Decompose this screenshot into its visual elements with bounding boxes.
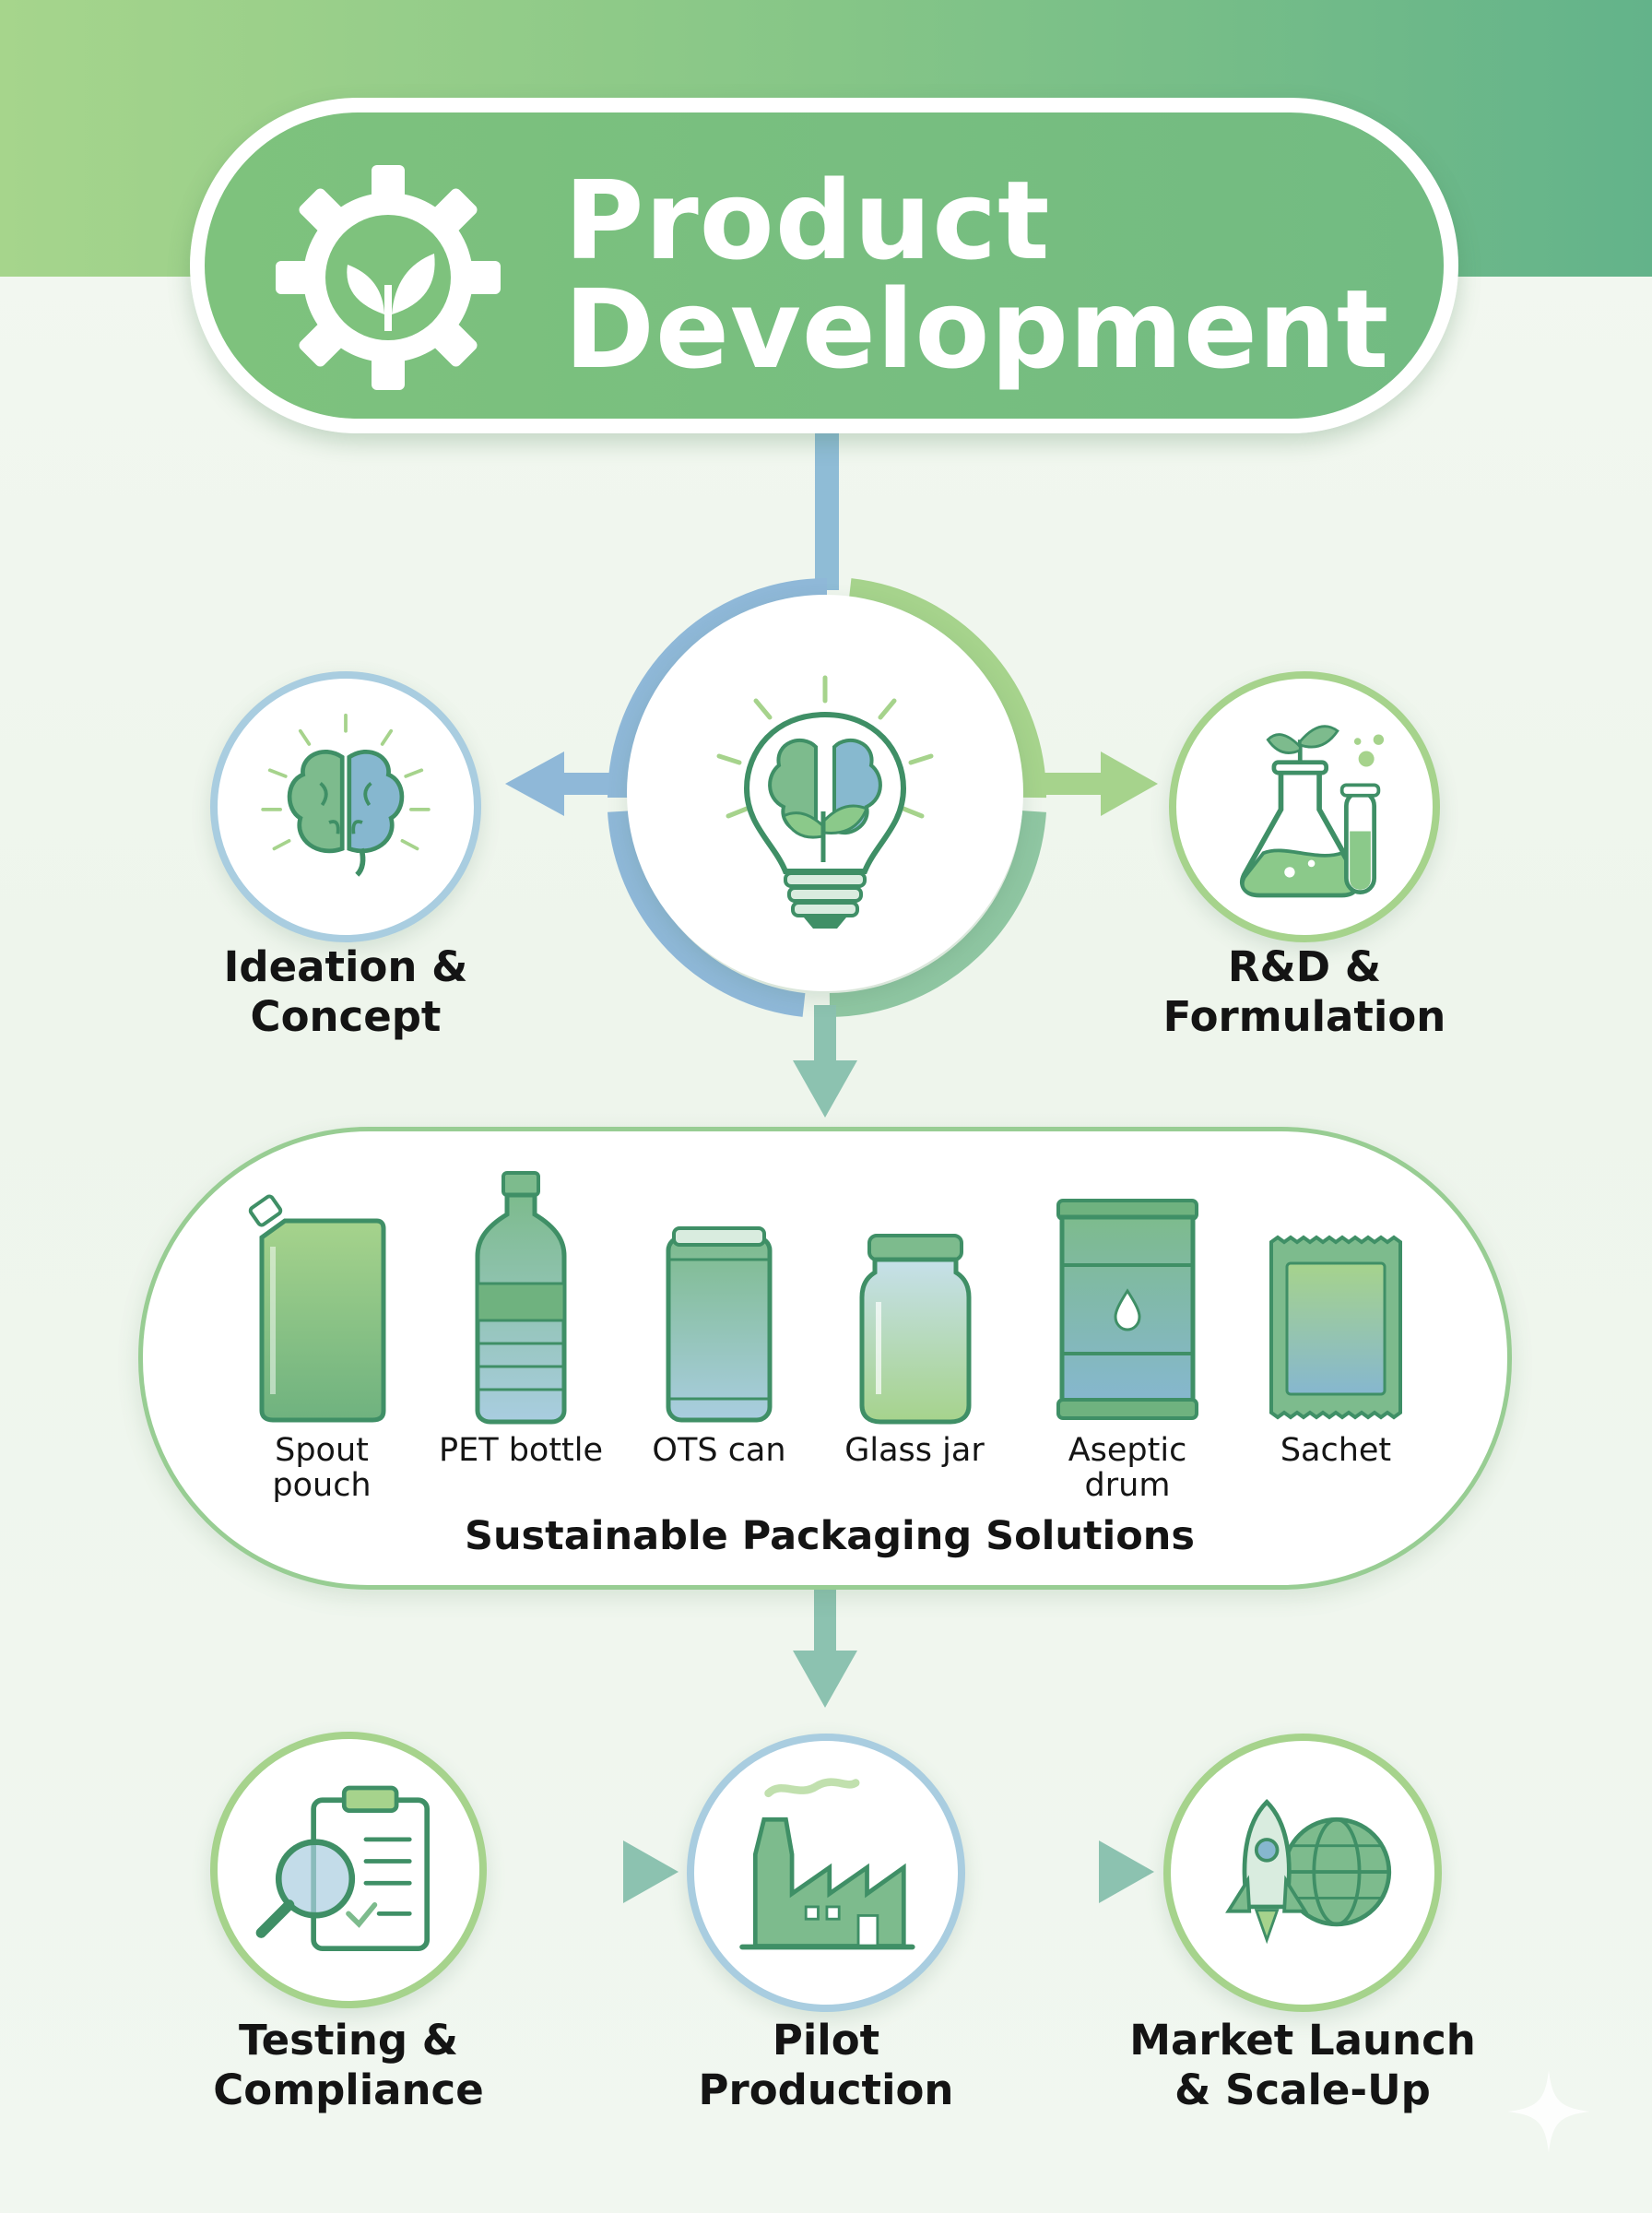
arrow-to-rnd bbox=[1101, 751, 1158, 816]
testing-line-2: Compliance bbox=[213, 2065, 484, 2114]
arrow-pilot-to-launch bbox=[1099, 1840, 1154, 1903]
pack-item-spout-pouch: Spout pouch bbox=[225, 1164, 419, 1523]
pack-label-line: Sachet bbox=[1280, 1432, 1392, 1469]
pack-item-pet-bottle: PET bottle bbox=[424, 1164, 618, 1523]
core-ring-bottom-right-arc bbox=[829, 811, 1046, 1017]
spout-pouch-icon bbox=[248, 1194, 386, 1423]
core-ring-right-arc bbox=[848, 578, 1047, 799]
pack-label-ots-can: OTS can bbox=[622, 1433, 816, 1468]
title-line-1: Product bbox=[564, 157, 1051, 284]
stage-ideation bbox=[210, 671, 481, 942]
pack-label-line: drum bbox=[1084, 1467, 1171, 1504]
pet-bottle-icon bbox=[475, 1171, 567, 1425]
stage-pilot bbox=[687, 1734, 965, 2012]
pack-label-sachet: Sachet bbox=[1239, 1433, 1433, 1468]
pilot-line-1: Pilot bbox=[772, 2016, 880, 2065]
arrow-testing-to-pilot bbox=[623, 1840, 678, 1903]
pack-label-line: Spout bbox=[275, 1432, 369, 1469]
brain-icon bbox=[261, 713, 431, 877]
stage-label-rnd: R&D & Formulation bbox=[1120, 942, 1489, 1042]
factory-icon bbox=[739, 1778, 915, 1950]
title-line-2: Development bbox=[564, 266, 1390, 393]
gear-leaf-icon bbox=[276, 165, 501, 390]
pack-item-aseptic-drum: Aseptic drum bbox=[1031, 1164, 1224, 1523]
arrow-to-ideation bbox=[505, 751, 564, 816]
arrow-to-packaging bbox=[793, 1060, 857, 1118]
stage-label-pilot: Pilot Production bbox=[642, 2016, 1010, 2115]
testing-line-1: Testing & bbox=[238, 2016, 459, 2065]
pack-label-spout-pouch: Spout pouch bbox=[225, 1433, 419, 1503]
core-ring-bottom-left-arc bbox=[608, 811, 806, 1017]
pack-label-line: PET bottle bbox=[438, 1432, 604, 1469]
stage-label-testing: Testing & Compliance bbox=[164, 2016, 533, 2115]
ideation-line-1: Ideation & bbox=[223, 942, 468, 991]
stage-core bbox=[627, 595, 1023, 991]
drum-icon bbox=[1056, 1199, 1198, 1420]
stage-label-launch: Market Launch & Scale-Up bbox=[1118, 2016, 1487, 2115]
pack-label-line: pouch bbox=[272, 1467, 372, 1504]
launch-line-1: Market Launch bbox=[1129, 2016, 1476, 2065]
stage-rnd bbox=[1169, 671, 1440, 942]
pack-item-sachet: Sachet bbox=[1239, 1164, 1433, 1523]
pack-label-glass-jar: Glass jar bbox=[818, 1433, 1011, 1468]
rnd-line-1: R&D & bbox=[1227, 942, 1382, 991]
glass-jar-icon bbox=[859, 1234, 972, 1425]
page-title: Product Development bbox=[564, 166, 1394, 384]
rocket-globe-icon bbox=[1225, 1798, 1392, 1945]
pilot-line-2: Production bbox=[698, 2065, 954, 2114]
ideation-line-2: Concept bbox=[250, 992, 442, 1041]
rnd-line-2: Formulation bbox=[1162, 992, 1446, 1041]
flask-icon bbox=[1240, 725, 1385, 898]
pack-label-line: Glass jar bbox=[844, 1432, 985, 1469]
sachet-icon bbox=[1269, 1235, 1402, 1420]
stage-launch bbox=[1163, 1734, 1442, 2012]
pack-label-line: Aseptic bbox=[1068, 1432, 1187, 1469]
pack-item-ots-can: OTS can bbox=[622, 1164, 816, 1523]
pack-label-pet-bottle: PET bottle bbox=[424, 1433, 618, 1468]
can-icon bbox=[666, 1226, 773, 1423]
packaging-title: Sustainable Packaging Solutions bbox=[464, 1513, 1196, 1559]
lightbulb-brain-icon bbox=[716, 675, 934, 929]
launch-line-2: & Scale-Up bbox=[1174, 2065, 1431, 2114]
clipboard-magnifier-icon bbox=[255, 1785, 431, 1952]
pack-label-line: OTS can bbox=[652, 1432, 786, 1469]
stage-label-ideation: Ideation & Concept bbox=[161, 942, 530, 1042]
arrow-to-pilot bbox=[793, 1651, 857, 1708]
pack-label-aseptic-drum: Aseptic drum bbox=[1031, 1433, 1224, 1503]
pack-item-glass-jar: Glass jar bbox=[818, 1164, 1011, 1523]
sparkle-icon bbox=[1507, 2070, 1590, 2153]
stage-testing bbox=[210, 1732, 487, 2008]
core-ring-left-arc bbox=[608, 578, 828, 799]
